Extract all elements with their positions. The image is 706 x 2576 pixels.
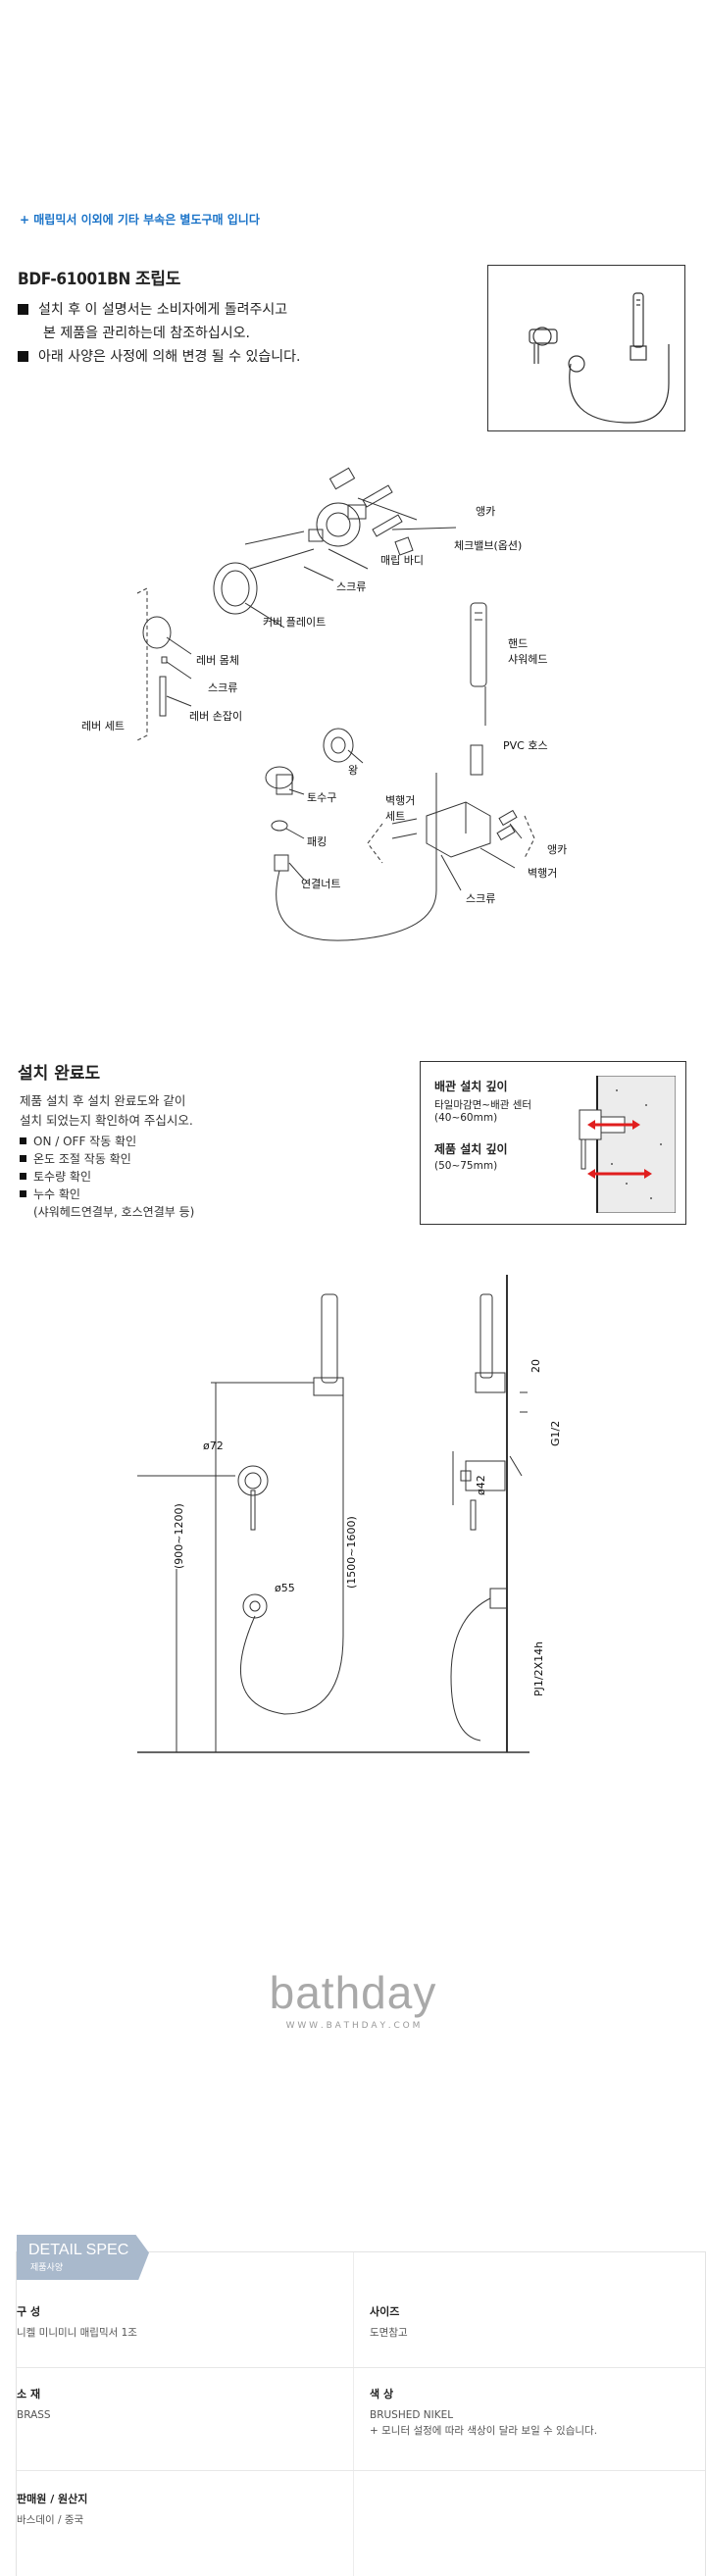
- bullet-1: 설치 후 이 설명서는 소비자에게 돌려주시고: [18, 298, 300, 322]
- dim-pj: PJ1/2X14h: [532, 1641, 545, 1696]
- label-packing: 패킹: [307, 835, 328, 848]
- dim-42: ø42: [475, 1475, 487, 1495]
- pipe-depth-desc2: (40~60mm): [434, 1112, 498, 1124]
- dim-height-2: (1500~1600): [345, 1516, 358, 1589]
- product-thumbnail: [487, 265, 685, 431]
- pipe-depth-title: 배관 설치 깊이: [434, 1080, 508, 1093]
- dim-72: ø72: [203, 1440, 224, 1452]
- notice-text: + 매립믹서 이외에 기타 부속은 별도구매 입니다: [20, 213, 260, 227]
- label-anchor-holder: 앵카: [547, 843, 568, 856]
- bullet-1-cont: 본 제품을 관리하는데 참조하십시오.: [43, 326, 250, 341]
- label-body: 매립 바디: [380, 554, 424, 567]
- pipe-depth-desc1: 타일마감면~배관 센터: [434, 1099, 532, 1111]
- label-ring: 왕: [348, 764, 359, 777]
- label-outlet: 토수구: [307, 791, 337, 804]
- depth-box: 배관 설치 깊이 타일마감면~배관 센터 (40~60mm) 제품 설치 깊이 …: [420, 1061, 686, 1225]
- brand-logo: bathday W W W . B A T H D A Y . C O M: [0, 1966, 706, 2031]
- label-screw-lever: 스크류: [208, 682, 238, 694]
- completion-desc: 제품 설치 후 설치 완료도와 같이 설치 되었는지 확인하여 주십시오.: [20, 1093, 193, 1128]
- label-holder: 벽행거: [528, 867, 558, 880]
- label-lever-handle: 레버 손잡이: [189, 710, 243, 723]
- dim-55: ø55: [275, 1582, 295, 1594]
- label-hand-shower: 핸드 샤워헤드: [508, 637, 548, 666]
- dim-20: 20: [530, 1359, 542, 1373]
- product-depth-title: 제품 설치 깊이: [434, 1142, 508, 1156]
- check-list: ON / OFF 작동 확인 온도 조절 작동 확인 토수량 확인 누수 확인 …: [20, 1133, 194, 1221]
- label-screw-holder: 스크류: [466, 892, 496, 905]
- check-item-sub: (샤워헤드연결부, 호스연결부 등): [33, 1205, 195, 1219]
- assembly-bullets: 설치 후 이 설명서는 소비자에게 돌려주시고 본 제품을 관리하는데 참조하십…: [18, 298, 300, 369]
- check-item: ON / OFF 작동 확인: [20, 1133, 194, 1150]
- label-lever-set: 레버 세트: [81, 720, 125, 732]
- completion-title: 설치 완료도: [18, 1064, 101, 1084]
- spec-banner-sub: 제품사양: [30, 2263, 64, 2273]
- brand-name: bathday: [269, 1967, 437, 2018]
- label-anchor-top: 앵카: [476, 505, 496, 518]
- label-check-valve: 체크밸브(옵션): [454, 539, 523, 552]
- installed-diagram: [137, 1275, 530, 1753]
- label-nut: 연결너트: [301, 878, 341, 890]
- label-holder-set: 벽행거 세트: [385, 794, 416, 823]
- assembly-diagram: [136, 467, 535, 941]
- check-item: 온도 조절 작동 확인: [20, 1150, 194, 1168]
- check-item: 누수 확인: [20, 1186, 194, 1203]
- dim-g12: G1/2: [549, 1420, 562, 1446]
- dim-height-1: (900~1200): [173, 1503, 185, 1569]
- spec-banner: DETAIL SPEC 제품사양: [17, 2235, 149, 2280]
- label-cover-plate: 커버 플레이트: [263, 616, 327, 629]
- label-screw-top: 스크류: [336, 581, 367, 593]
- bullet-2: 아래 사양은 사정에 의해 변경 될 수 있습니다.: [18, 345, 300, 369]
- spec-color: 색 상 BRUSHED NIKEL+ 모니터 설정에 따라 색상이 달라 보일 …: [370, 2388, 598, 2437]
- check-item: 토수량 확인: [20, 1168, 194, 1186]
- spec-banner-title: DETAIL SPEC: [28, 2242, 129, 2258]
- label-pvc-hose: PVC 호스: [503, 739, 548, 752]
- assembly-title: BDF-61001BN 조립도: [18, 270, 181, 289]
- depth-diagram: [579, 1076, 676, 1213]
- label-lever-body: 레버 몸체: [196, 654, 239, 667]
- brand-url: W W W . B A T H D A Y . C O M: [285, 2021, 421, 2031]
- product-depth-desc: (50~75mm): [434, 1160, 498, 1172]
